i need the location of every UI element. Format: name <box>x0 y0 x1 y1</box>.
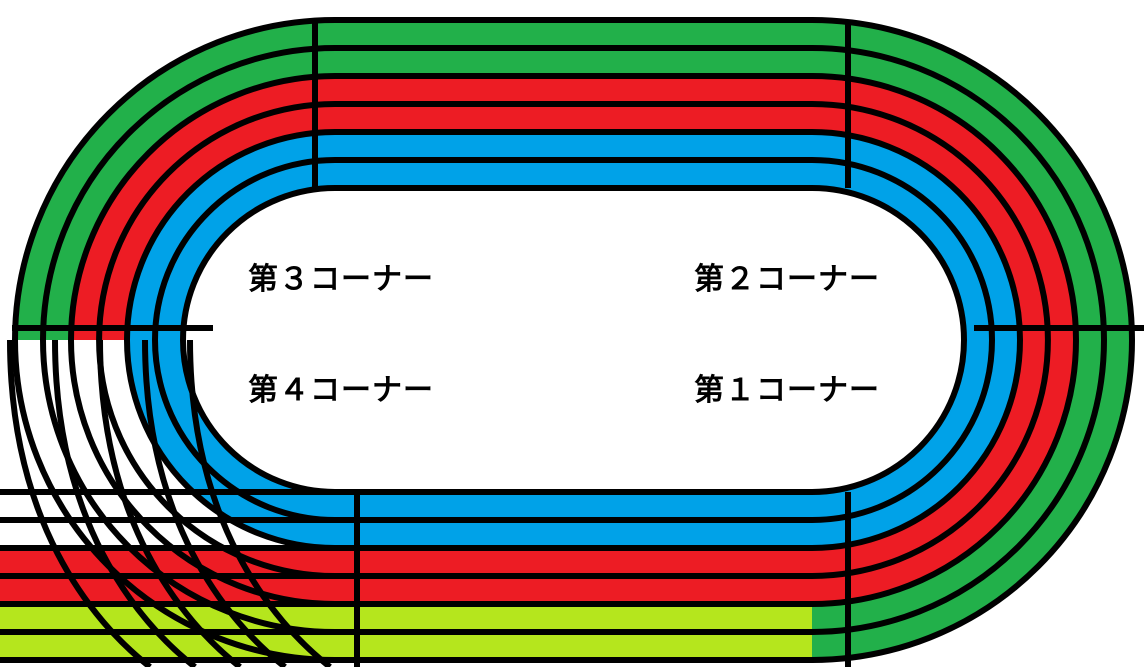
lane-line-1 <box>152 157 995 523</box>
lane-line-3 <box>96 101 1051 579</box>
entry-curve-4 <box>142 339 287 667</box>
infield-lower <box>183 340 812 492</box>
corner-1-label: 第１コーナー <box>694 373 880 408</box>
lane-fills <box>0 20 1132 660</box>
lane-line-5 <box>40 45 1107 635</box>
corner-4-label: 第４コーナー <box>248 373 434 408</box>
lane-line-2 <box>124 129 1023 551</box>
corner-3-label: 第３コーナー <box>248 262 434 297</box>
entry-curve-5 <box>187 339 332 667</box>
lane-line-6 <box>12 17 1135 663</box>
lower-left-white <box>0 340 335 548</box>
lane-outlines <box>0 17 1135 667</box>
lane-line-0 <box>180 185 967 495</box>
lane-line-4 <box>68 73 1079 607</box>
segment-dividers <box>12 20 1144 667</box>
corner-2-label: 第２コーナー <box>694 262 880 297</box>
entry-curve-3 <box>97 339 242 667</box>
entry-curve-2 <box>52 339 197 667</box>
lower-left-curve-1 <box>155 340 335 520</box>
entry-curve-1 <box>7 339 152 667</box>
